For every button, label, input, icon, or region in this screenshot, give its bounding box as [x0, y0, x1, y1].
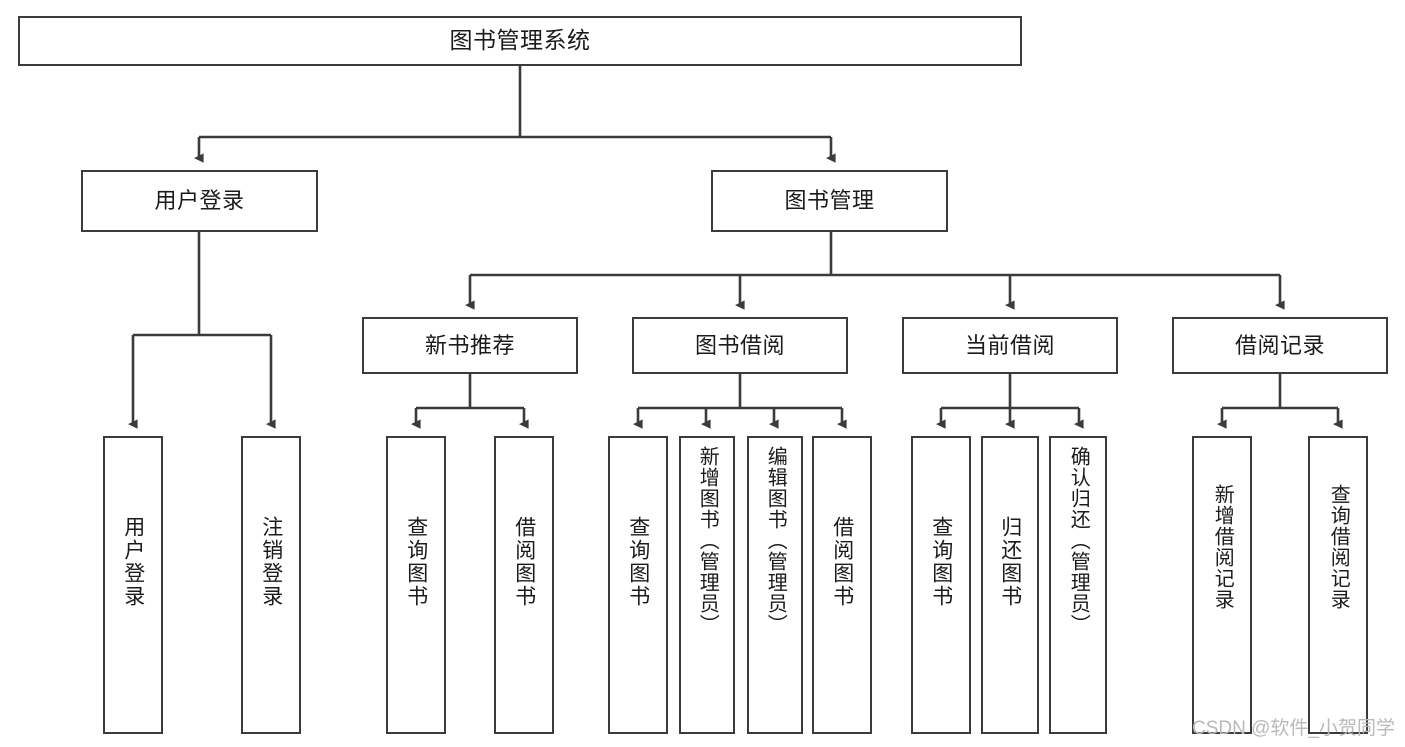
node-new-book-recommend-label: 新书推荐 — [424, 332, 515, 358]
node-leaf-query-book-2[interactable]: 查询图书 — [608, 436, 668, 734]
node-leaf-user-login[interactable]: 用户登录 — [103, 436, 163, 734]
node-leaf-confirm-return-admin-label: 确认归还（管理员） — [1067, 446, 1090, 635]
node-leaf-edit-book-admin[interactable]: 编辑图书（管理员） — [747, 436, 803, 734]
node-book-management-label: 图书管理 — [784, 188, 875, 214]
node-leaf-add-borrow-record[interactable]: 新增借阅记录 — [1192, 436, 1252, 734]
node-leaf-return-book-label: 归还图书 — [998, 516, 1022, 608]
node-leaf-add-borrow-record-label: 新增借阅记录 — [1211, 484, 1234, 610]
node-leaf-query-book-3-label: 查询图书 — [929, 516, 953, 608]
node-leaf-query-book-1[interactable]: 查询图书 — [386, 436, 446, 734]
node-leaf-logout[interactable]: 注销登录 — [241, 436, 301, 734]
node-book-borrow[interactable]: 图书借阅 — [632, 317, 848, 374]
node-root[interactable]: 图书管理系统 — [18, 16, 1022, 66]
node-leaf-borrow-book-2-label: 借阅图书 — [830, 516, 854, 608]
node-leaf-return-book[interactable]: 归还图书 — [981, 436, 1039, 734]
node-leaf-confirm-return-admin[interactable]: 确认归还（管理员） — [1049, 436, 1107, 734]
node-leaf-edit-book-admin-label: 编辑图书（管理员） — [764, 446, 787, 635]
node-current-borrow-label: 当前借阅 — [964, 332, 1055, 358]
node-leaf-add-book-admin[interactable]: 新增图书（管理员） — [679, 436, 735, 734]
csdn-watermark: CSDN @软件_小贺同学 — [1192, 718, 1395, 739]
node-book-borrow-label: 图书借阅 — [694, 332, 785, 358]
node-leaf-borrow-book-1-label: 借阅图书 — [512, 516, 536, 608]
node-leaf-query-borrow-record[interactable]: 查询借阅记录 — [1308, 436, 1368, 734]
node-book-management[interactable]: 图书管理 — [711, 170, 948, 232]
node-leaf-add-book-admin-label: 新增图书（管理员） — [696, 446, 719, 635]
node-leaf-query-borrow-record-label: 查询借阅记录 — [1327, 484, 1350, 610]
node-borrow-record[interactable]: 借阅记录 — [1172, 317, 1388, 374]
node-leaf-query-book-1-label: 查询图书 — [404, 516, 428, 608]
node-user-login[interactable]: 用户登录 — [81, 170, 318, 232]
node-leaf-logout-label: 注销登录 — [259, 516, 283, 608]
node-new-book-recommend[interactable]: 新书推荐 — [362, 317, 578, 374]
node-leaf-borrow-book-1[interactable]: 借阅图书 — [494, 436, 554, 734]
node-root-label: 图书管理系统 — [449, 27, 591, 54]
node-current-borrow[interactable]: 当前借阅 — [902, 317, 1118, 374]
node-leaf-user-login-label: 用户登录 — [121, 516, 145, 608]
node-user-login-label: 用户登录 — [154, 188, 245, 214]
node-borrow-record-label: 借阅记录 — [1234, 332, 1325, 358]
node-leaf-query-book-2-label: 查询图书 — [626, 516, 650, 608]
node-leaf-query-book-3[interactable]: 查询图书 — [911, 436, 971, 734]
node-leaf-borrow-book-2[interactable]: 借阅图书 — [812, 436, 872, 734]
